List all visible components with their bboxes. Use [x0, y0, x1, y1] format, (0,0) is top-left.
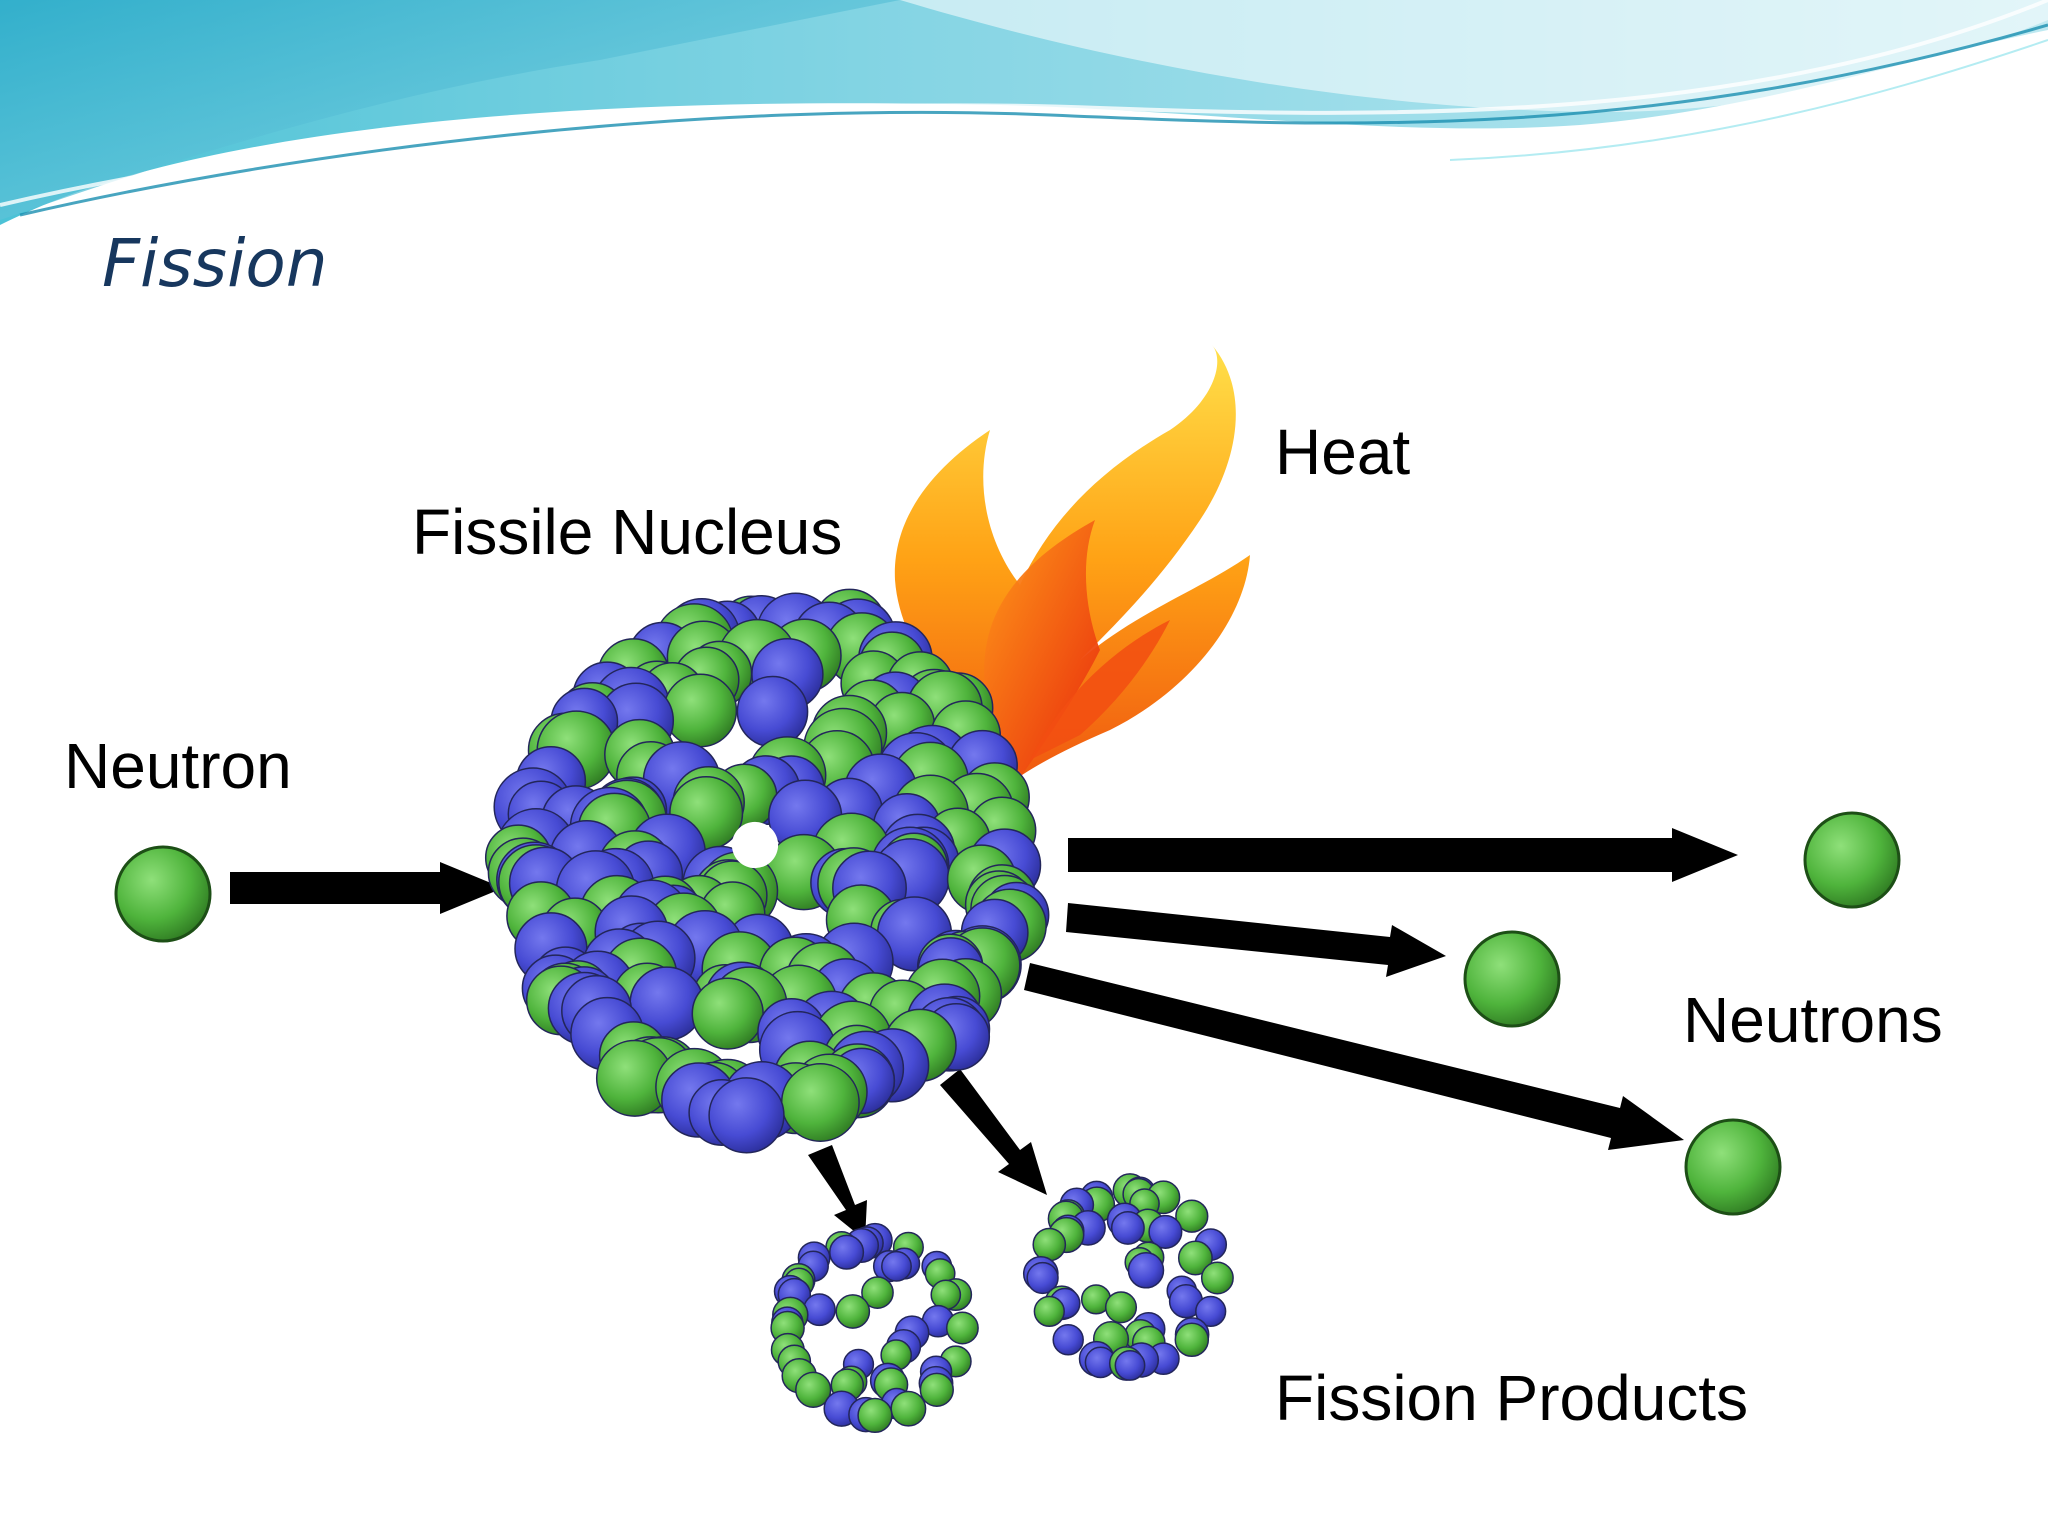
nucleon — [1053, 1325, 1083, 1355]
nucleon — [920, 1373, 953, 1406]
nucleon — [830, 1235, 864, 1269]
slide-title: Fission — [102, 225, 328, 302]
nucleon — [1202, 1262, 1233, 1293]
nucleon — [804, 1294, 835, 1325]
neutrons-label: Neutrons — [1683, 988, 1943, 1052]
neutron-label: Neutron — [64, 734, 292, 798]
fission-products-label: Fission Products — [1275, 1366, 1748, 1430]
nucleon — [709, 1078, 784, 1153]
fissile-nucleus-label: Fissile Nucleus — [412, 500, 842, 564]
nucleon — [891, 1392, 925, 1426]
nucleon — [1115, 1351, 1144, 1380]
nucleon — [836, 1295, 869, 1328]
emitted-neutron-bottom — [1686, 1120, 1780, 1214]
nucleon — [931, 1280, 960, 1309]
incoming-neutron — [116, 847, 210, 941]
nucleon — [737, 677, 807, 747]
nucleon — [1106, 1292, 1137, 1323]
nucleon — [664, 674, 736, 746]
nucleon — [692, 978, 763, 1049]
nucleus-center-gap — [732, 822, 778, 868]
nucleon — [882, 1252, 911, 1281]
nucleon — [1175, 1323, 1208, 1356]
nucleon — [947, 1312, 978, 1343]
emitted-neutron-top — [1805, 813, 1899, 907]
nucleon — [1033, 1229, 1065, 1261]
heat-label: Heat — [1275, 420, 1410, 484]
nucleon — [1034, 1297, 1064, 1327]
nucleon — [1112, 1212, 1144, 1244]
nucleon — [858, 1399, 892, 1433]
nucleon — [782, 1064, 859, 1141]
emitted-neutron-middle — [1465, 932, 1559, 1026]
nucleon — [1129, 1253, 1164, 1288]
